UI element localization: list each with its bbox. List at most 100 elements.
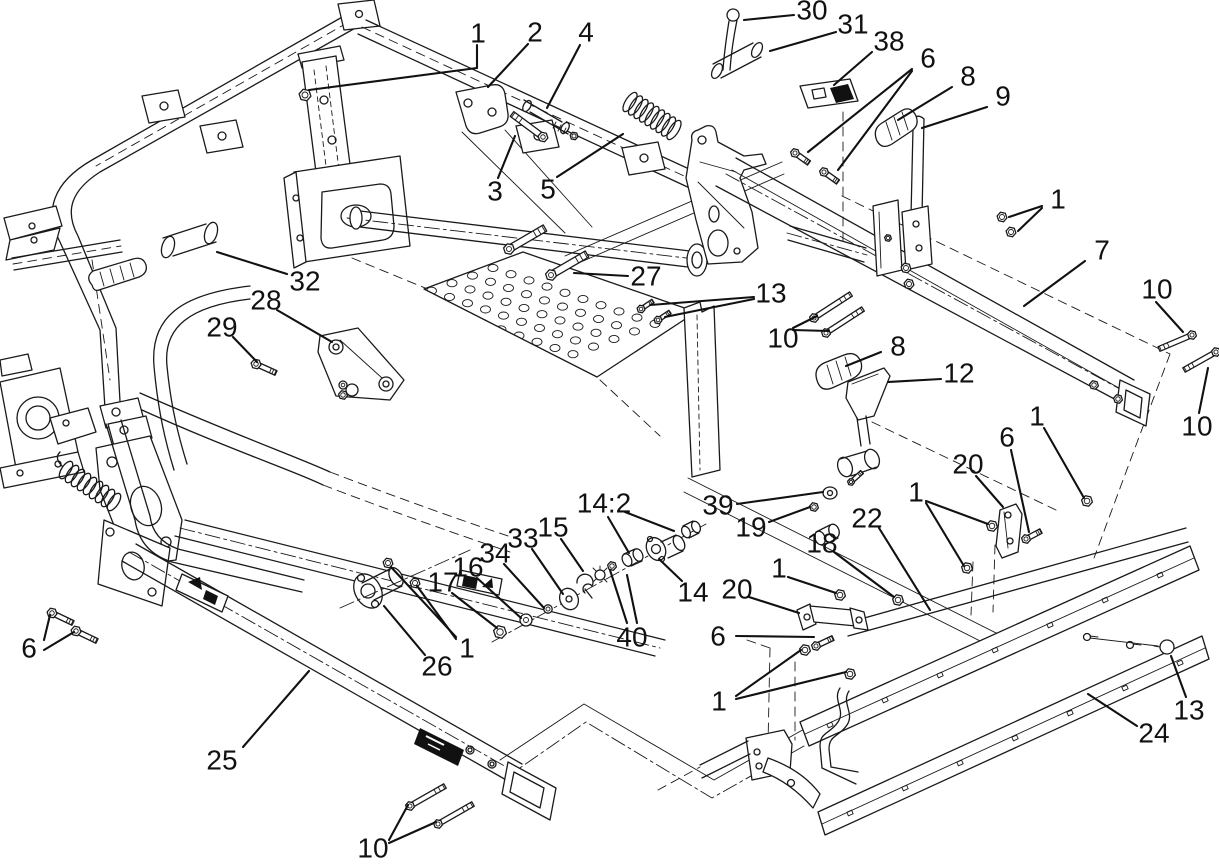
blade-hole [956,759,964,767]
leader-line [382,604,427,657]
hex-nut [883,234,893,242]
bolt-shaft [823,306,866,336]
hex-nut [569,131,579,141]
callout-6: 6 [920,43,936,74]
leader-line [1086,692,1139,728]
callout-10: 10 [1141,274,1172,305]
callout-34: 34 [479,538,510,569]
footrest-dimple [570,336,581,345]
footrest-dimple [505,270,517,279]
callout-20: 20 [721,574,752,605]
leader-line [734,634,816,639]
spring-coil [58,460,74,480]
callout-33: 33 [507,523,538,554]
blade-hole [1121,684,1129,692]
spring-coil [649,109,666,130]
callout-4: 4 [578,17,594,48]
leader-line [786,575,838,595]
leader-line [608,568,629,625]
leader-line [530,547,565,596]
callout-2: 2 [527,17,543,48]
footrest-dimple [549,343,561,353]
leader-line [496,134,517,180]
spring-coil [633,98,649,120]
spring-coil [644,105,660,127]
spring-coil [88,480,104,500]
washer [543,604,553,614]
leader-line [502,562,546,610]
leader-line [215,250,289,276]
callout-15: 15 [537,512,568,543]
footrest-dimple [503,283,514,293]
callout-8: 8 [890,331,906,362]
bolt-head [1186,330,1198,340]
callout-38: 38 [873,26,904,57]
spring-coil [655,112,671,134]
top-hardware [455,8,859,135]
hardware-fasteners [46,88,1219,829]
footrest-dimple [536,310,548,319]
leader-line [735,490,825,506]
leader-line [734,670,848,701]
footrest-dimple [459,312,471,322]
callout-31: 31 [837,9,868,40]
callout-12: 12 [943,358,974,389]
hex-nut [1005,226,1017,238]
hex-nut [606,561,618,571]
footrest-dimple [575,308,586,317]
footrest-dimple [608,334,620,344]
spring-tower-bracket [346,124,868,277]
callout-8: 8 [960,61,976,92]
footrest-dimple [611,321,622,330]
callout-10: 10 [357,833,388,864]
footrest-dimple [541,282,553,291]
callout-5: 5 [540,174,556,205]
footrest-dimple [567,350,579,359]
hex-nut [1088,380,1100,390]
leader-line [896,85,954,122]
leader-line [768,30,838,53]
callout-6: 6 [999,422,1015,453]
callout-40: 40 [616,622,647,653]
blade-hole [1066,709,1074,717]
leader-line [742,13,796,22]
leader-line [559,537,585,573]
bolt-head [810,641,822,651]
lift-lever [874,108,933,271]
callout-1: 1 [1029,401,1045,432]
leader-line [1009,448,1031,534]
blade-mount-brackets [683,301,1023,631]
spring-coil [82,476,98,496]
bolt-shaft [811,291,854,321]
callout-26: 26 [421,651,452,682]
leader-line [832,50,874,87]
blade-hole [881,696,889,704]
callout-10: 10 [767,323,798,354]
leader-line [387,820,438,845]
blade-hole [1101,596,1109,604]
leader-line [42,613,52,642]
bolt-head [46,607,58,619]
spring-coil [94,484,110,504]
leader-line [1022,259,1087,308]
leader-line [663,297,756,319]
leader-line [606,515,631,555]
footrest-dimple [572,322,584,331]
footrest-dimple [595,301,607,310]
bolt-head [502,243,516,255]
leader-line [275,308,334,344]
leader-line [572,271,630,278]
hex-nut [1112,394,1124,404]
hex-nut [985,520,999,532]
leader-line [844,350,883,368]
footrest-dimple [523,276,535,285]
leader-line [877,526,932,612]
front-rail-pivot [174,519,707,657]
spring-coil [76,472,92,492]
callout-28: 28 [250,285,281,316]
callout-3: 3 [487,176,503,207]
leader-line [836,69,914,172]
spring-coil [660,116,677,137]
leader-line [307,66,479,92]
callout-1: 1 [1050,184,1066,215]
